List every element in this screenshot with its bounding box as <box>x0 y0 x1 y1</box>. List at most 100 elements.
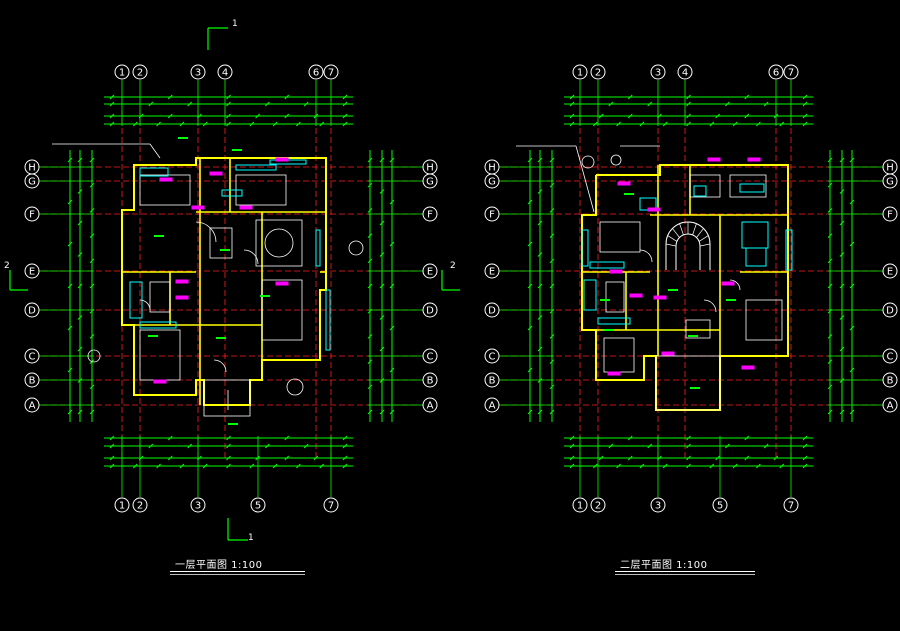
dimension-tick <box>367 359 373 364</box>
left-axis-bubble-G-circle <box>24 173 40 189</box>
door-swing <box>639 249 653 263</box>
second-floor-plan-title: 二层平面图 1:100 <box>620 560 708 571</box>
dimension-tick <box>367 208 373 213</box>
right-axis-bubble-D-circle <box>882 302 898 318</box>
dimension-tick <box>67 367 73 373</box>
dimension-tick <box>549 384 555 390</box>
bottom-axis-bubble-2-label: 2 <box>595 501 601 512</box>
annotation-tag <box>721 281 735 286</box>
dimension-tick <box>303 443 309 449</box>
door-swing <box>139 299 151 311</box>
dimension-tick <box>367 182 373 188</box>
room-furniture <box>149 281 171 313</box>
dimension-tick <box>627 113 633 119</box>
right-axis-bubble-B-label: B <box>887 376 894 387</box>
top-axis-bubble-4-label: 4 <box>682 68 688 79</box>
annotation-tag <box>747 157 761 162</box>
dimension-tick <box>802 113 808 119</box>
dimension-tick <box>527 325 533 331</box>
right-axis-bubble-D-label: D <box>426 306 434 317</box>
dimension-tick <box>67 241 73 247</box>
top-axis-bubble-3-circle <box>190 64 206 80</box>
dimension-tick <box>549 334 555 339</box>
dimension-tick <box>284 455 290 461</box>
dimension-tick <box>109 463 115 469</box>
dimension-tick <box>549 208 555 213</box>
left-axis-bubble-E-circle <box>24 263 40 279</box>
right-axis-bubble-B-circle <box>422 372 438 388</box>
dimension-tick <box>686 113 691 119</box>
dimension-tick <box>156 463 161 469</box>
dimension-tick <box>202 121 208 127</box>
dimension-tick <box>109 94 115 100</box>
annotation-tag <box>647 207 661 212</box>
dimension-tick <box>849 409 855 415</box>
dimension-tick <box>367 283 373 289</box>
leader-line <box>149 143 161 159</box>
right-axis-bubble-C-label: C <box>887 352 894 363</box>
fixture <box>583 279 597 311</box>
right-axis-bubble-G-label: G <box>426 177 434 188</box>
dimension-tick <box>537 283 543 289</box>
dimension-tick <box>379 346 385 352</box>
dimension-tick <box>249 121 255 127</box>
dimension-tick <box>569 435 575 441</box>
dimension-tick <box>67 283 73 289</box>
dimension-tick <box>686 443 691 449</box>
annotation-tag <box>175 295 189 300</box>
dimension-tick <box>686 455 691 461</box>
annotation-tag <box>159 177 173 182</box>
top-axis-bubble-7-label: 7 <box>328 68 334 79</box>
top-axis-bubble-4-circle <box>217 64 233 80</box>
dimension-tick <box>342 463 348 469</box>
left-axis-bubble-D-label: D <box>28 306 36 317</box>
left-axis-bubble-D-circle <box>24 302 40 318</box>
dimension-tick <box>802 121 808 127</box>
top-axis-bubble-7-circle <box>783 64 799 80</box>
dimension-tick <box>89 157 95 163</box>
dimension-tick <box>379 315 385 320</box>
right-axis-bubble-A-circle <box>882 397 898 413</box>
fixture <box>325 289 331 351</box>
entry-steps <box>203 379 251 417</box>
dimension-tick <box>367 409 373 415</box>
detail-callout <box>581 155 595 169</box>
right-axis-bubble-F-label: F <box>427 210 433 221</box>
dimension-tick <box>179 463 185 469</box>
dimension-tick <box>89 208 95 213</box>
dimension-tick <box>744 455 750 461</box>
annotation-tag <box>741 365 755 370</box>
dimension-tick <box>255 113 260 119</box>
dimension-tick <box>827 384 833 390</box>
annotation-tag <box>607 371 621 376</box>
fixture <box>139 321 177 329</box>
dimension-tick <box>109 121 115 127</box>
dimension-tick <box>389 241 395 247</box>
fixture <box>693 185 707 197</box>
dimension-tick <box>839 346 845 352</box>
top-axis-bubble-3-label: 3 <box>195 68 201 79</box>
dimension-tick <box>67 409 73 415</box>
dimension-tick <box>598 455 604 461</box>
left-axis-bubble-C-label: C <box>489 352 496 363</box>
bottom-axis-bubble-5-circle <box>250 497 266 513</box>
right-axis-bubble-G-circle <box>882 173 898 189</box>
top-axis-bubble-6-circle <box>768 64 784 80</box>
stair-tread <box>698 235 709 242</box>
stair-tread <box>672 228 680 238</box>
dimension-tick <box>379 409 385 415</box>
dimension-tick <box>272 121 278 127</box>
left-axis-bubble-E-label: E <box>489 267 495 278</box>
detail-callout <box>610 154 622 166</box>
annotation-tag <box>609 269 623 274</box>
dimension-tick <box>319 463 325 469</box>
dimension-tick <box>647 443 653 449</box>
dimension-tick <box>839 252 845 257</box>
right-axis-bubble-A-circle <box>422 397 438 413</box>
right-axis-bubble-C-circle <box>422 348 438 364</box>
right-axis-bubble-B-circle <box>882 372 898 388</box>
left-axis-bubble-F-circle <box>484 206 500 222</box>
dimension-tick <box>379 283 385 289</box>
